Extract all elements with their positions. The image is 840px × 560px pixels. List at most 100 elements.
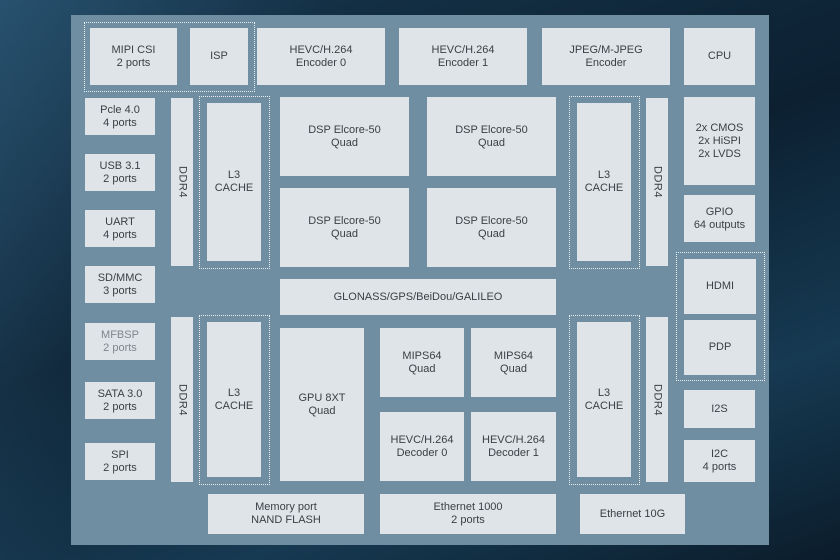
mips-sub: Quad [500, 362, 527, 375]
l3-cache-block-top-right: L3 CACHE [577, 103, 631, 261]
jpeg-encoder-label: JPEG/M-JPEG [569, 43, 643, 56]
cmos-block: 2x CMOS 2x HiSPI 2x LVDS [684, 97, 755, 185]
i2c-label: I2C [710, 448, 729, 460]
mfbsp-ports: 2 ports [103, 341, 137, 354]
ethernet-1000-block: Ethernet 1000 2 ports [380, 494, 556, 534]
sata-label: SATA 3.0 [97, 387, 143, 400]
dsp-sub: Quad [331, 227, 358, 240]
sata-block: SATA 3.0 2 ports [85, 382, 155, 419]
l3-cache-label: L3 [227, 169, 241, 181]
hevc-decoder-0-block: HEVC/H.264 Decoder 0 [380, 412, 464, 481]
l3-cache-label: L3 [227, 386, 241, 399]
pdp-label: PDP [708, 341, 732, 353]
ddr4-block-top-left: DDR4 [171, 98, 193, 266]
pcie-block: Pcle 4.0 4 ports [85, 98, 155, 135]
ddr4-label: DDR4 [176, 383, 189, 416]
uart-ports: 4 ports [103, 228, 137, 241]
mips-sub: Quad [408, 362, 436, 375]
mipi-csi-label: MIPI CSI [111, 43, 156, 56]
ddr4-block-bottom-left: DDR4 [171, 317, 193, 482]
gpio-outputs: 64 outputs [693, 218, 746, 231]
mipi-isp-group [84, 22, 255, 92]
ddr4-block-top-right: DDR4 [646, 98, 668, 266]
mipi-csi-ports: 2 ports [116, 56, 151, 69]
hevc-decoder-1-block: HEVC/H.264 Decoder 1 [471, 412, 556, 481]
l3-cache-label: L3 [597, 169, 611, 181]
gpu-sub: Quad [308, 404, 336, 417]
usb-block: USB 3.1 2 ports [85, 154, 155, 191]
mips-label: MIPS64 [402, 349, 442, 362]
gpu-label: GPU 8XT [298, 391, 346, 404]
cpu-block: CPU [684, 28, 755, 85]
ethernet-10g-block: Ethernet 10G [580, 494, 685, 534]
uart-label: UART [105, 215, 135, 228]
display-group [676, 252, 765, 381]
l3-cache-block-top-left: L3 CACHE [207, 103, 261, 261]
sdmmc-ports: 3 ports [103, 284, 137, 297]
memory-port-label: Memory port [255, 501, 317, 513]
sdmmc-label: SD/MMC [97, 271, 143, 284]
i2s-block: I2S [684, 390, 755, 428]
dsp-sub: Quad [478, 136, 505, 149]
dsp-label: DSP Elcore-50 [455, 214, 528, 227]
ddr4-label: DDR4 [651, 383, 664, 416]
mips-block-1: MIPS64 Quad [380, 328, 464, 397]
memory-port-sub: NAND FLASH [251, 514, 321, 526]
mfbsp-block: MFBSP 2 ports [85, 323, 155, 360]
gpu-block: GPU 8XT Quad [280, 328, 364, 481]
memory-port-block: Memory port NAND FLASH [208, 494, 364, 534]
hevc-encoder-1-block: HEVC/H.264 Encoder 1 [399, 28, 527, 85]
gnss-block: GLONASS/GPS/BeiDou/GALILEO [280, 279, 556, 315]
pcie-label: Pcle 4.0 [100, 103, 140, 116]
hevc-encoder-1-sub: Encoder 1 [437, 56, 489, 69]
dsp-sub: Quad [331, 136, 358, 149]
l3-cache-group-bottom-left [199, 315, 270, 485]
ethernet-1000-label: Ethernet 1000 [433, 501, 503, 513]
cpu-label: CPU [707, 50, 732, 62]
l3-cache-block-bottom-right: L3 CACHE [577, 322, 631, 477]
ethernet-1000-ports: 2 ports [451, 514, 485, 526]
hevc-decoder-1-label: HEVC/H.264 [482, 433, 545, 446]
hdmi-block: HDMI [684, 259, 756, 314]
dsp-label: DSP Elcore-50 [308, 214, 381, 227]
hevc-encoder-0-sub: Encoder 0 [295, 56, 347, 69]
sata-ports: 2 ports [103, 400, 137, 413]
dsp-block-3: DSP Elcore-50 Quad [280, 188, 409, 267]
i2c-ports: 4 ports [702, 461, 737, 473]
cmos-label: 2x CMOS [695, 121, 744, 134]
l3-cache-group-top-right [569, 96, 640, 269]
l3-cache-sub: CACHE [584, 399, 624, 412]
sdmmc-block: SD/MMC 3 ports [85, 266, 155, 303]
mipi-csi-block: MIPI CSI 2 ports [90, 28, 177, 85]
usb-label: USB 3.1 [99, 159, 141, 172]
jpeg-encoder-block: JPEG/M-JPEG Encoder [542, 28, 670, 85]
gpio-label: GPIO [705, 205, 734, 218]
i2c-block: I2C 4 ports [684, 440, 755, 482]
gnss-label: GLONASS/GPS/BeiDou/GALILEO [333, 290, 503, 303]
pcie-ports: 4 ports [103, 116, 137, 129]
ethernet-10g-label: Ethernet 10G [599, 507, 666, 520]
hevc-decoder-0-sub: Decoder 0 [396, 446, 448, 459]
hevc-decoder-1-sub: Decoder 1 [488, 446, 539, 459]
dsp-block-1: DSP Elcore-50 Quad [280, 97, 409, 176]
ddr4-label: DDR4 [651, 166, 664, 198]
gpio-block: GPIO 64 outputs [684, 195, 755, 242]
l3-cache-sub: CACHE [584, 182, 624, 194]
lvds-label: 2x LVDS [698, 147, 741, 160]
dsp-label: DSP Elcore-50 [455, 123, 528, 136]
spi-block: SPI 2 ports [85, 443, 155, 480]
l3-cache-group-top-left [199, 96, 270, 269]
spi-label: SPI [111, 448, 129, 461]
pdp-block: PDP [684, 320, 756, 375]
l3-cache-sub: CACHE [214, 182, 254, 194]
i2s-label: I2S [711, 402, 728, 415]
usb-ports: 2 ports [103, 172, 137, 185]
jpeg-encoder-sub: Encoder [585, 56, 627, 69]
dsp-sub: Quad [478, 227, 505, 240]
hispi-label: 2x HiSPI [698, 134, 741, 147]
hevc-encoder-1-label: HEVC/H.264 [431, 43, 495, 56]
dsp-label: DSP Elcore-50 [308, 123, 381, 136]
dsp-block-4: DSP Elcore-50 Quad [427, 188, 556, 267]
spi-ports: 2 ports [103, 461, 137, 474]
isp-label: ISP [210, 50, 228, 62]
